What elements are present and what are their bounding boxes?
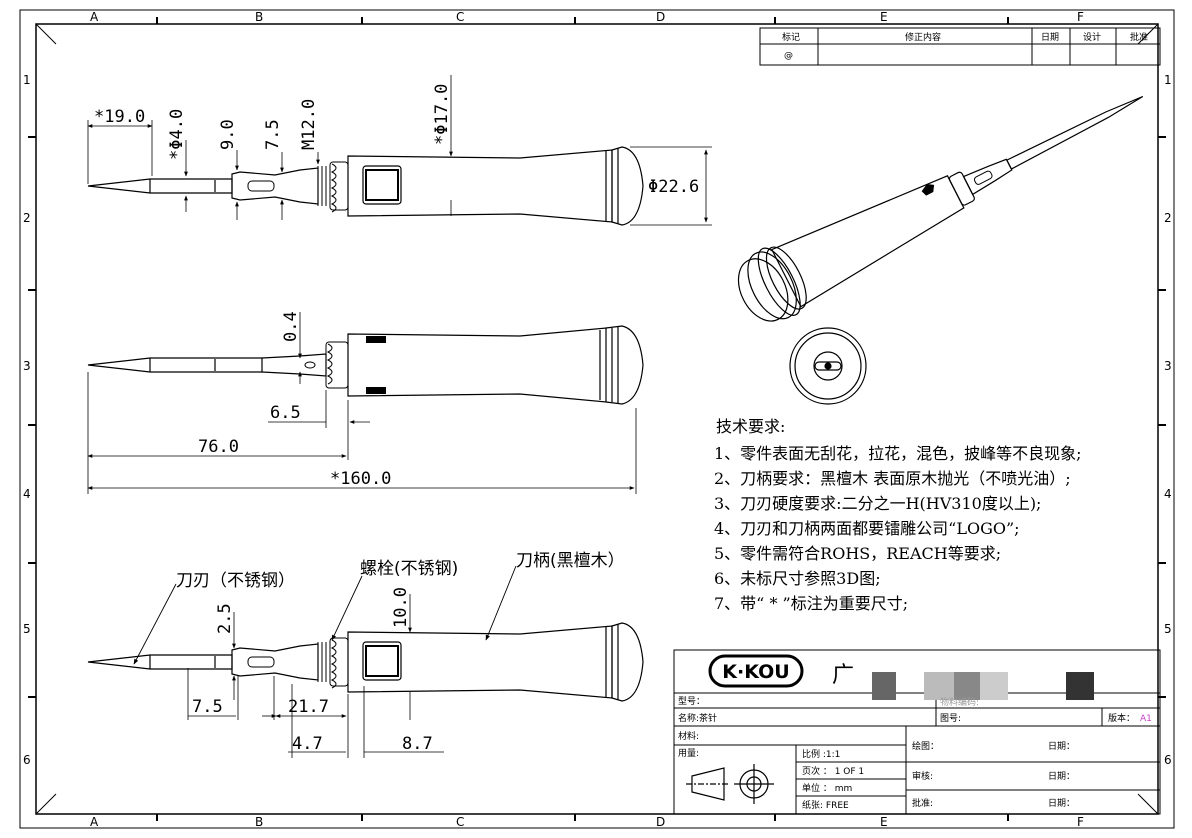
view-middle (87, 312, 644, 494)
unit-field: 单位 ： mm (802, 782, 852, 794)
dim-logo-8-7: 8.7 (402, 734, 433, 754)
label-handle: 刀柄(黑檀木） (516, 551, 625, 571)
zone-row-3-right: 3 (1164, 359, 1172, 373)
zone-row-6-right: 6 (1164, 753, 1172, 767)
notes-title: 技术要求: (716, 417, 785, 436)
rev-row1-mark: @ (784, 51, 793, 61)
redacted-block-2 (924, 672, 954, 700)
dim-neck-9: 9.0 (218, 119, 238, 150)
note-item-6: 6、未标尺寸参照3D图; (714, 569, 881, 588)
date-label-1: 日期： (1048, 741, 1075, 752)
dim-blade-diameter: *Φ4.0 (167, 109, 187, 160)
draw-label: 绘图： (912, 740, 939, 752)
note-item-5: 5、零件需符合ROHS，REACH等要求; (714, 544, 1001, 563)
view-3d (737, 95, 1144, 322)
revision-table: 标记 修正内容 日期 设计 批准 @ (759, 27, 1161, 66)
zone-col-e-bottom: E (880, 815, 888, 829)
label-blade: 刀刃（不锈钢） (176, 571, 295, 591)
dim-thread-m12: M12.0 (299, 99, 319, 150)
zone-col-c-bottom: C (456, 815, 464, 829)
model-label: 型号： (678, 696, 705, 707)
zone-col-a-top: A (90, 10, 99, 24)
dim-handle-diameter-17: *Φ17.0 (432, 84, 452, 145)
note-item-7: 7、带“ * ”标注为重要尺寸; (714, 594, 908, 613)
dim-cap-diameter-22-6: Φ22.6 (648, 177, 699, 197)
redacted-block-5 (1066, 672, 1094, 700)
zone-row-1-left: 1 (23, 73, 31, 87)
view-end (789, 327, 867, 405)
dim-neck-2-5: 2.5 (215, 603, 235, 634)
note-item-4: 4、刀刃和刀柄两面都要镭雕公司“LOGO”; (714, 519, 1020, 538)
zone-labels: A B C D E F A B C D E F 1 2 3 4 5 6 1 2 … (23, 10, 1172, 829)
view-top (87, 75, 712, 226)
zone-col-b-bottom: B (255, 815, 263, 829)
part-name: 名称:茶针 (678, 712, 717, 724)
drawing-frame (19, 9, 1175, 829)
zone-row-3-left: 3 (23, 359, 31, 373)
technical-notes: 技术要求: 1、零件表面无刮花，拉花，混色，披峰等不良现象; 2、刀柄要求：黑檀… (714, 417, 1082, 613)
zone-row-5-left: 5 (23, 622, 31, 636)
company-name-char: 广 (832, 663, 854, 688)
dim-neck-21-7: 21.7 (288, 697, 329, 717)
zone-row-2-left: 2 (23, 211, 31, 225)
note-item-2: 2、刀柄要求：黑檀木 表面原木抛光（不喷光油）; (714, 469, 1071, 488)
zone-col-f-bottom: F (1077, 815, 1084, 829)
zone-row-2-right: 2 (1164, 211, 1172, 225)
note-item-1: 1、零件表面无刮花，拉花，混色，披峰等不良现象; (714, 444, 1082, 463)
rev-header-date: 日期 (1041, 32, 1059, 43)
version-value: A1 (1140, 714, 1152, 724)
redacted-block-1 (872, 672, 896, 700)
check-label: 审核: (912, 770, 933, 782)
faded-field-label: 物料编码: (940, 696, 979, 708)
zone-col-f-top: F (1077, 10, 1084, 24)
dim-total-160: *160.0 (330, 469, 391, 489)
company-logo-badge (708, 654, 804, 688)
dim-neck-7-5: 7.5 (263, 119, 283, 150)
date-label-3: 日期： (1048, 798, 1075, 809)
page-field: 页次 ： 1 OF 1 (802, 765, 864, 777)
zone-col-e-top: E (880, 10, 888, 24)
dim-logo-10: 10.0 (391, 587, 411, 628)
dim-blade-76: 76.0 (198, 437, 239, 457)
redacted-block-4 (980, 672, 1008, 700)
note-item-3: 3、刀刃硬度要求:二分之一H(HV310度以上); (714, 494, 1041, 513)
zone-row-6-left: 6 (23, 753, 31, 767)
dim-thread-4-7: 4.7 (292, 734, 323, 754)
redacted-block-3 (954, 672, 980, 700)
zone-col-c-top: C (456, 10, 464, 24)
zone-col-a-bottom: A (90, 815, 99, 829)
rev-header-content: 修正内容 (905, 31, 941, 43)
rev-header-mark: 标记 (782, 31, 800, 43)
view-bottom (87, 565, 644, 758)
zone-row-1-right: 1 (1164, 73, 1172, 87)
dim-blade-7-5: 7.5 (192, 697, 223, 717)
usage-label: 用量: (678, 748, 699, 759)
approve-label: 批准: (912, 797, 933, 809)
rev-header-approve: 批准 (1130, 31, 1148, 43)
dim-blade-length: *19.0 (94, 107, 145, 127)
zone-col-d-top: D (656, 10, 665, 24)
zone-row-4-left: 4 (23, 487, 31, 501)
projection-symbol-icon (686, 764, 774, 804)
date-label-2: 日期： (1048, 771, 1075, 782)
dim-thread-6-5: 6.5 (270, 403, 301, 423)
rev-header-design: 设计 (1083, 31, 1101, 43)
zone-col-b-top: B (255, 10, 263, 24)
version-label: 版本： (1108, 712, 1135, 724)
title-block: K·KOU 广 物料编码: 型号： 名称:茶针 图号: 版本： A1 材料: 用… (673, 649, 1161, 815)
material-label: 材料: (678, 730, 699, 742)
label-bolt: 螺栓(不锈钢) (360, 559, 458, 579)
zone-row-4-right: 4 (1164, 487, 1172, 501)
dim-gap-0-4: 0.4 (281, 311, 301, 342)
paper-field: 纸张: FREE (802, 799, 849, 811)
drawing-number-label: 图号: (940, 713, 961, 724)
scale-field: 比例 :1:1 (802, 748, 840, 760)
zone-col-d-bottom: D (656, 815, 665, 829)
company-logo-text: K·KOU (722, 661, 789, 683)
zone-row-5-right: 5 (1164, 622, 1172, 636)
